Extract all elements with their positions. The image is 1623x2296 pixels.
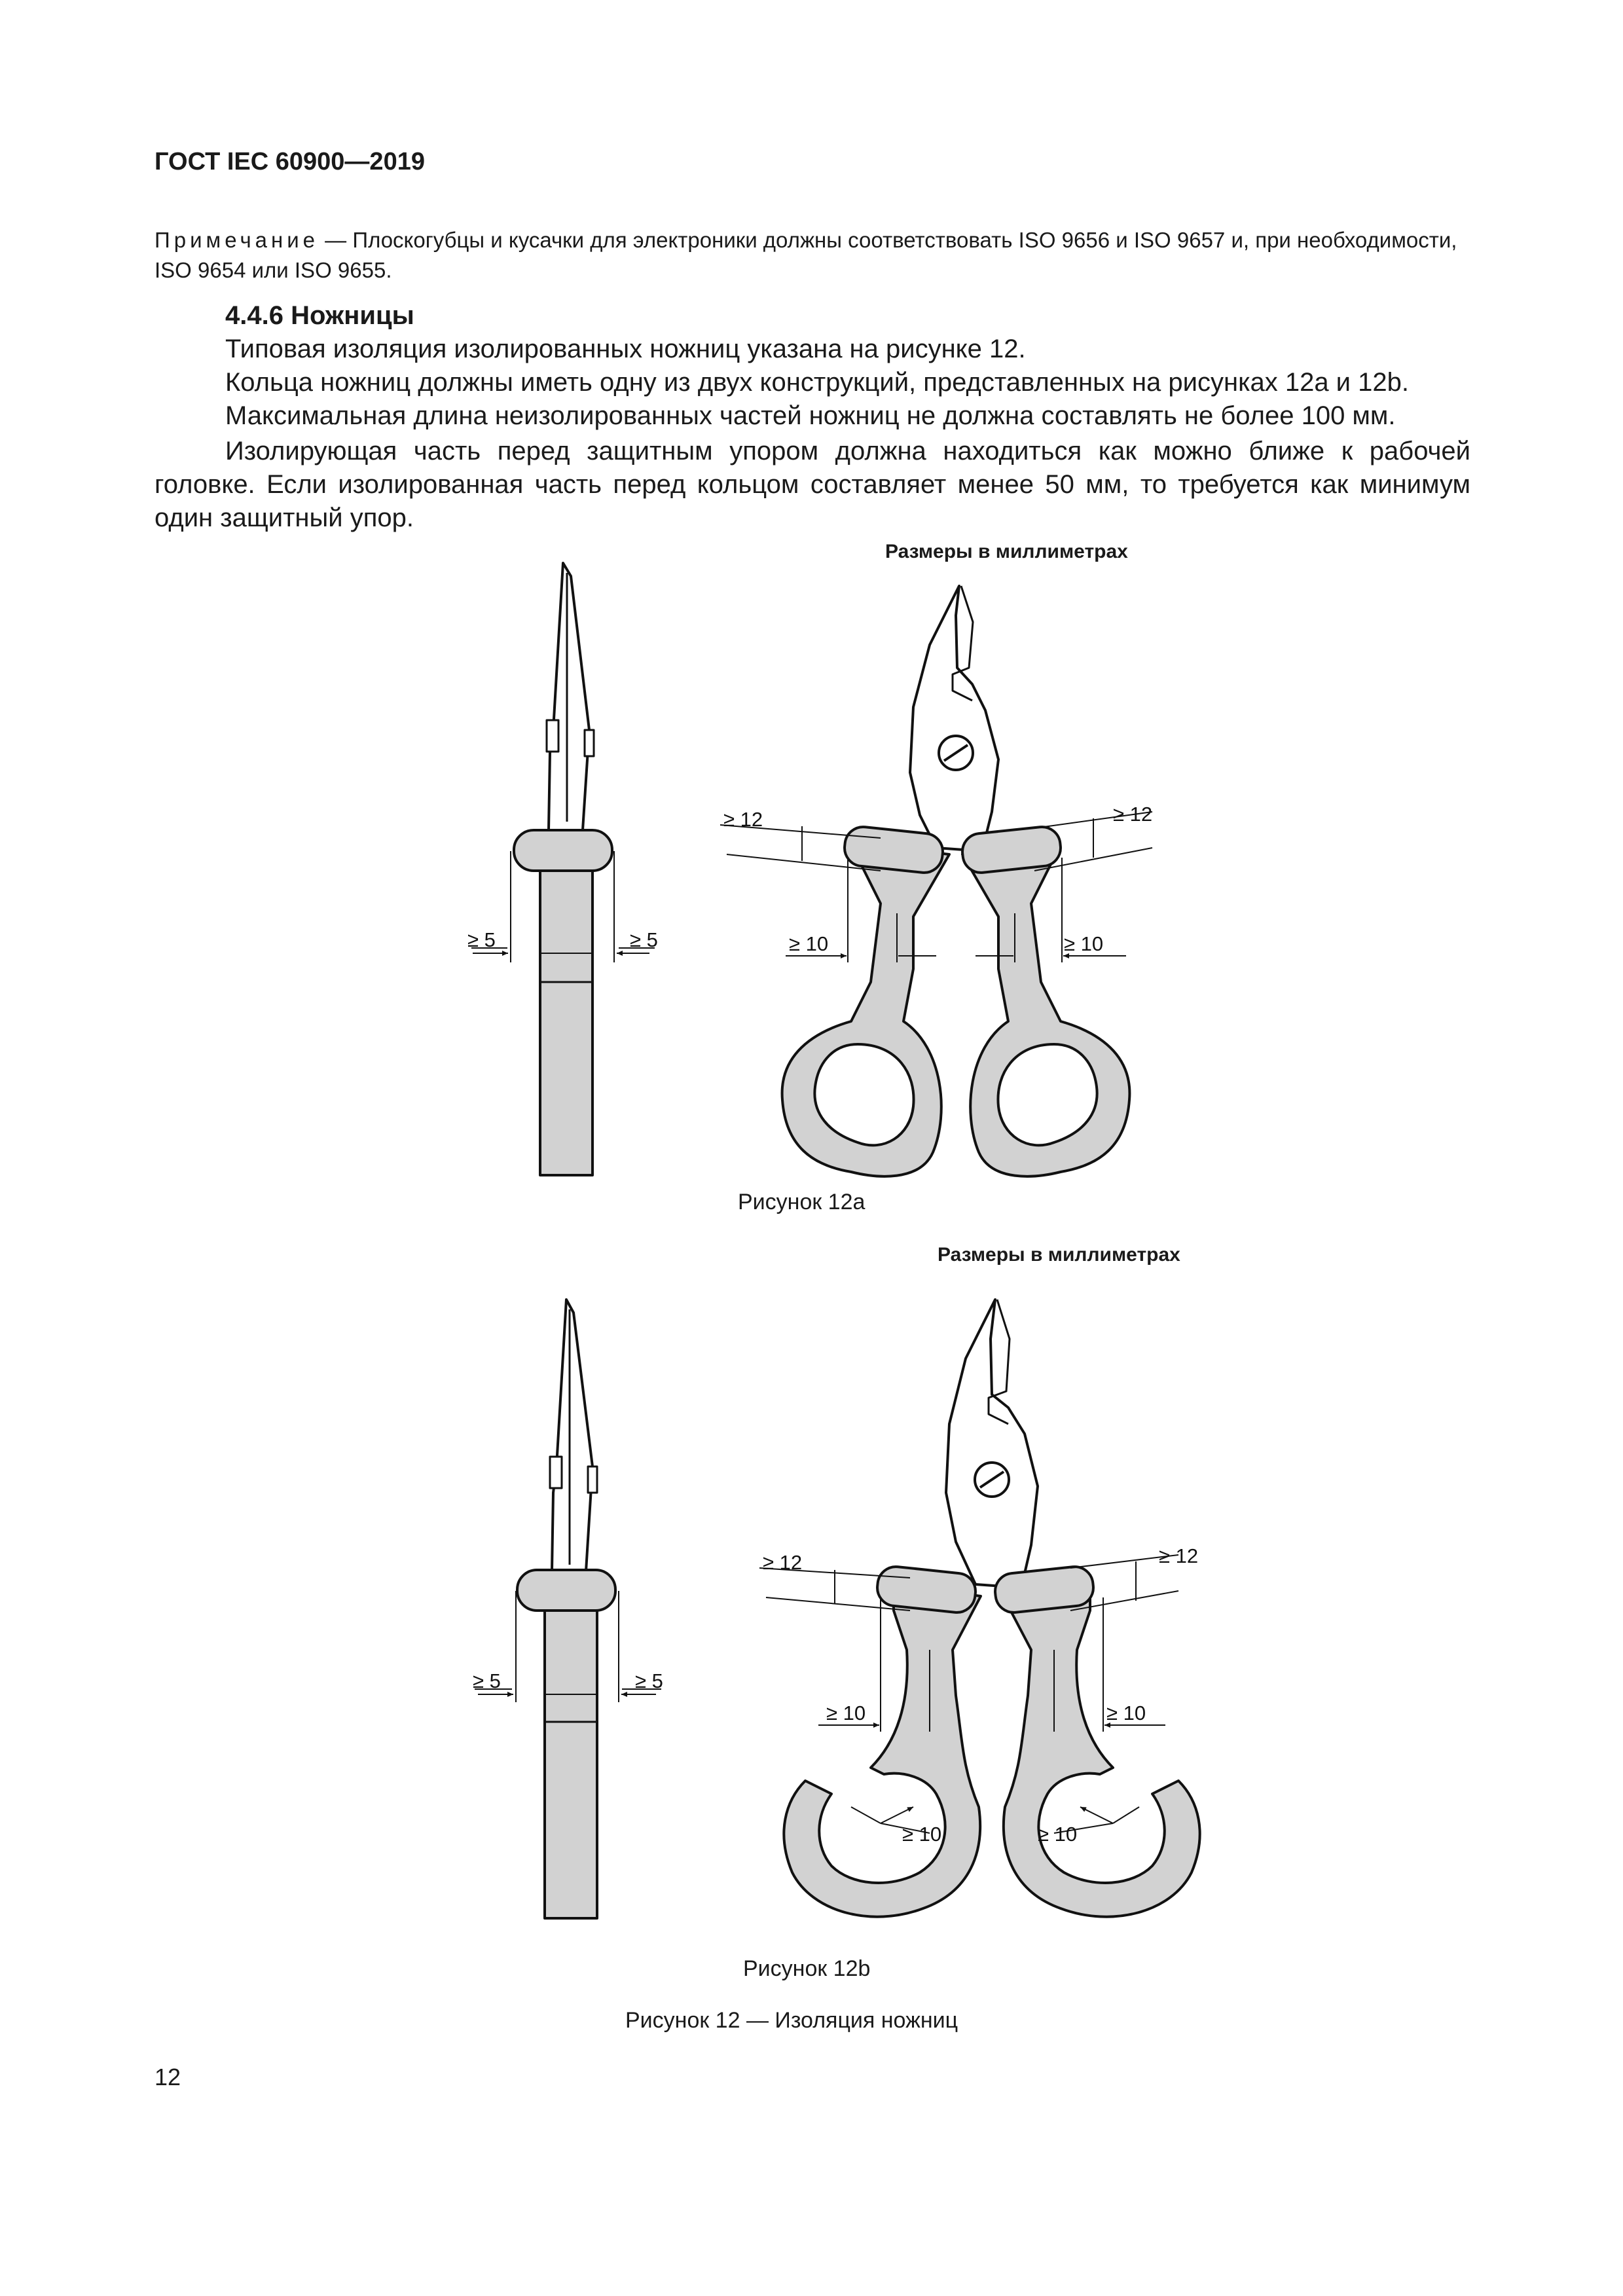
dim-12b-guard-right: ≥ 12: [1159, 1544, 1198, 1567]
dim-12a-stop-left: ≥ 5: [467, 928, 496, 951]
fig12b-side-view: [475, 1298, 661, 1920]
dim-12a-handle-left: ≥ 10: [789, 932, 828, 955]
dim-12a-guard-right: ≥ 12: [1113, 803, 1152, 826]
dim-12a-handle-right: ≥ 10: [1064, 932, 1103, 955]
section-title: 4.4.6 Ножницы: [225, 301, 414, 330]
note-label: Примечание: [155, 228, 319, 252]
document-header: ГОСТ IEC 60900—2019: [155, 148, 425, 175]
note-paragraph: Примечание — Плоскогубцы и кусачки для э…: [155, 225, 1470, 285]
dim-12b-stop-left: ≥ 5: [473, 1669, 501, 1692]
paragraph-4: Изолирующая часть перед защитным упором …: [155, 437, 1470, 532]
paragraph-2: Кольца ножниц должны иметь одну из двух …: [225, 368, 1409, 397]
caption-figure-12: Рисунок 12 — Изоляция ножниц: [625, 2008, 958, 2033]
units-label-12b: Размеры в миллиметрах: [938, 1244, 1180, 1266]
caption-figure-12b: Рисунок 12b: [743, 1956, 871, 1981]
paragraph-3: Максимальная длина неизолированных часте…: [225, 401, 1396, 430]
paragraph-1: Типовая изоляция изолированных ножниц ук…: [225, 335, 1026, 363]
fig12b-dimension-labels: ≥ 5 ≥ 5 ≥ 12 ≥ 12 ≥ 10 ≥ 10 ≥ 10 ≥ 10: [473, 1544, 1198, 1846]
fig12b-front-view: [759, 1298, 1201, 1918]
fig12a-dimension-labels: ≥ 5 ≥ 5 ≥ 12 ≥ 12 ≥ 10 ≥ 10: [467, 803, 1152, 955]
dim-12b-stop-right: ≥ 5: [635, 1669, 663, 1692]
dim-12b-ring-right: ≥ 10: [1038, 1823, 1077, 1846]
dim-12a-guard-left: ≥ 12: [723, 808, 763, 831]
caption-figure-12a: Рисунок 12a: [738, 1190, 866, 1214]
dim-12b-guard-left: ≥ 12: [763, 1551, 802, 1574]
fig12a-front-view: [720, 585, 1153, 1178]
note-text: — Плоскогубцы и кусачки для электроники …: [155, 228, 1457, 282]
units-label-12a: Размеры в миллиметрах: [885, 541, 1128, 562]
dim-12a-stop-right: ≥ 5: [630, 928, 658, 951]
dim-12b-ring-left: ≥ 10: [902, 1823, 941, 1846]
dim-12b-handle-left: ≥ 10: [826, 1702, 866, 1724]
fig12a-side-view: [471, 562, 655, 1176]
dim-12b-handle-right: ≥ 10: [1106, 1702, 1146, 1724]
page-number: 12: [155, 2064, 181, 2090]
